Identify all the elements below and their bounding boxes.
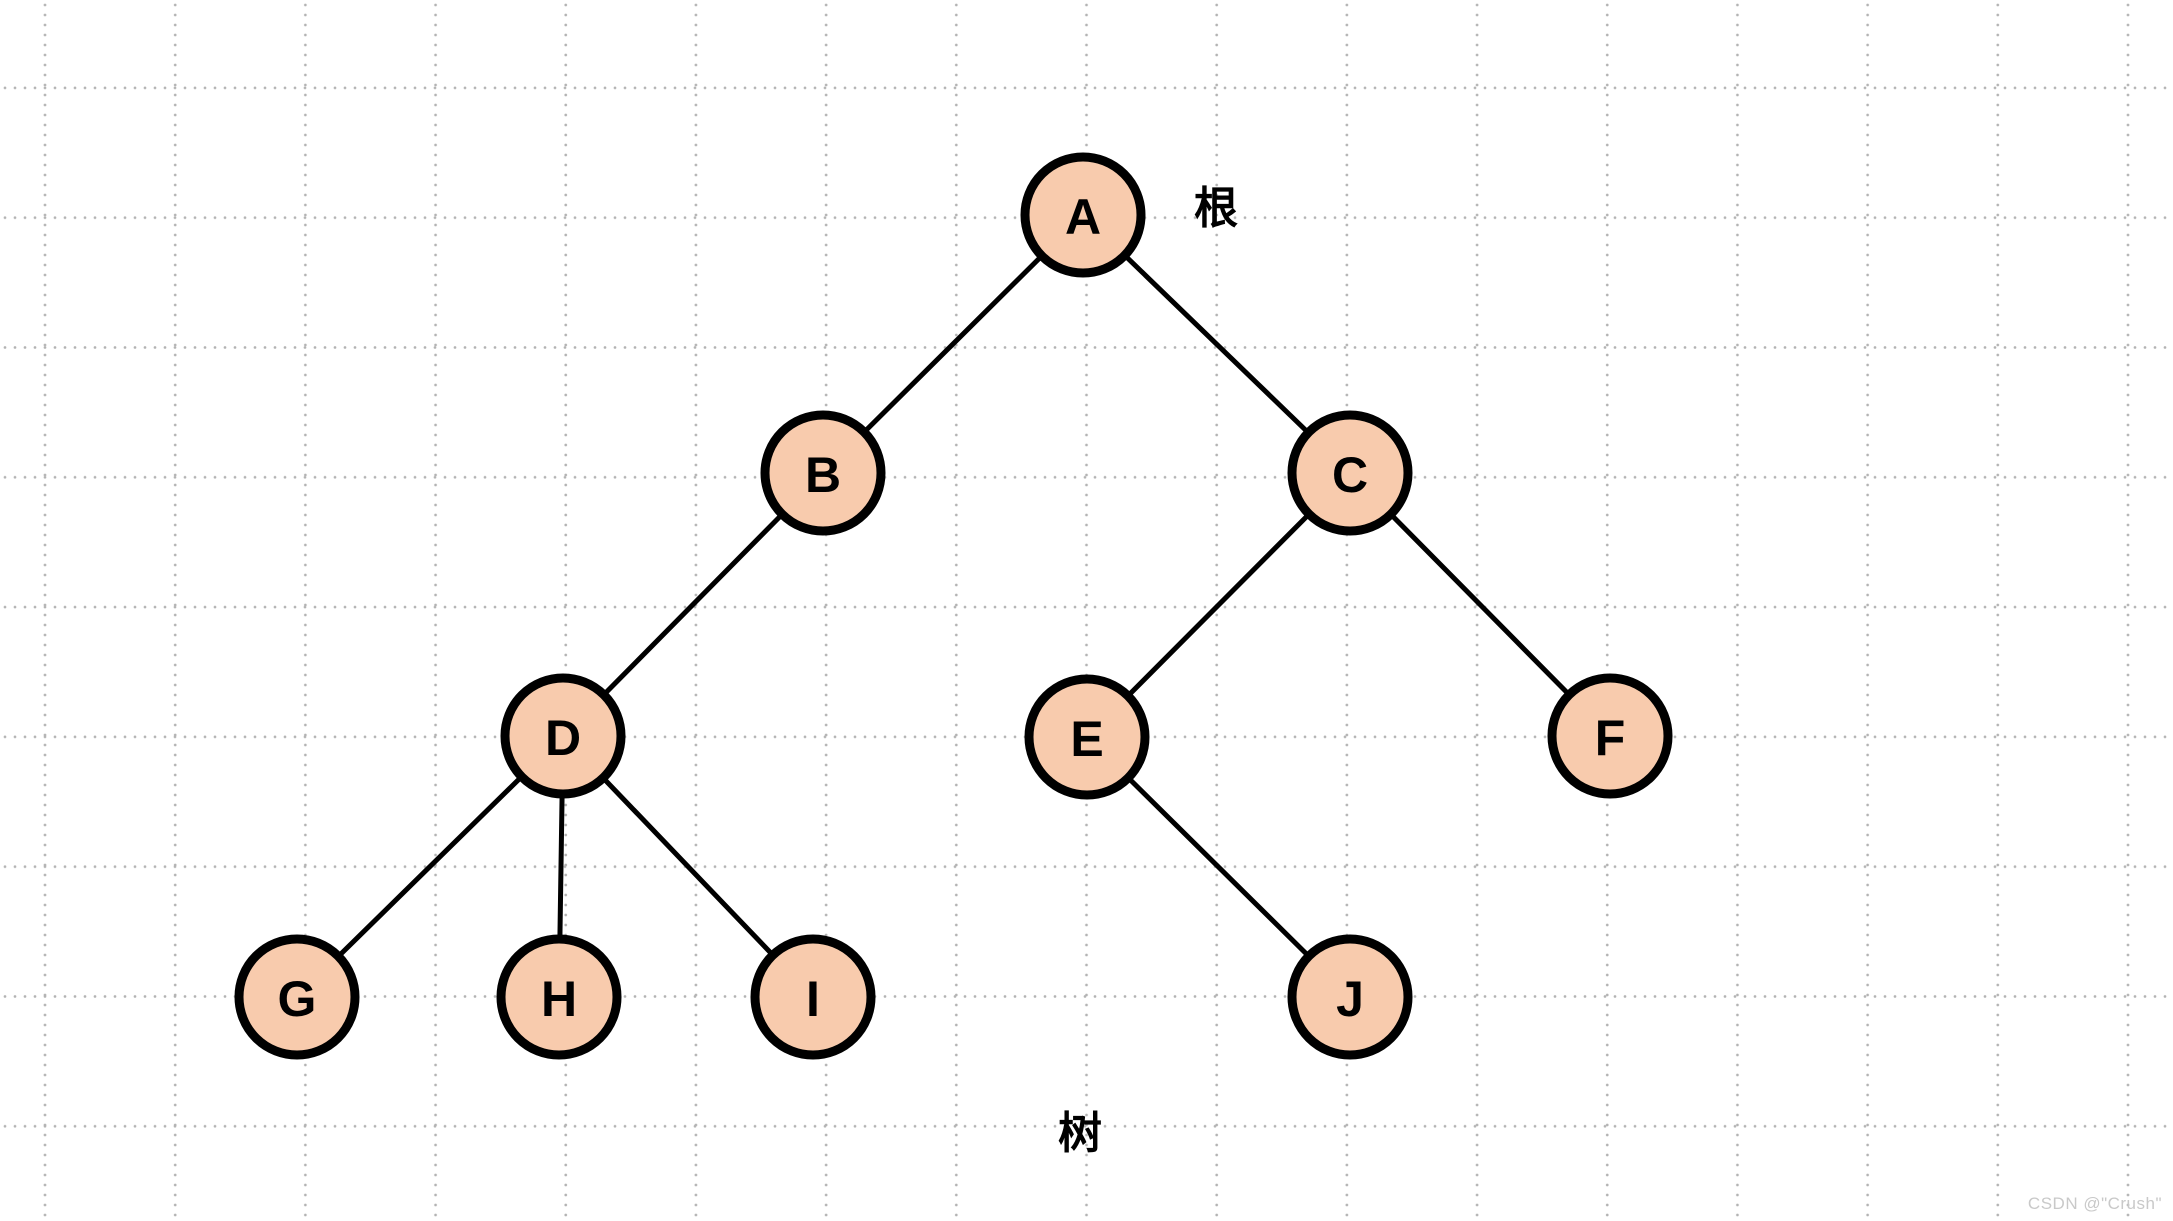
tree-node-D: D (500, 673, 626, 799)
node-circle-A (1020, 152, 1146, 278)
node-label-F: F (1595, 710, 1626, 766)
node-label-B: B (805, 447, 841, 503)
node-label-I: I (806, 971, 820, 1027)
tree-node-F: F (1547, 673, 1673, 799)
node-label-A: A (1065, 189, 1101, 245)
node-label-D: D (545, 710, 581, 766)
node-label-G: G (278, 971, 317, 1027)
tree-node-J: J (1287, 934, 1413, 1060)
node-circle-B (760, 410, 886, 536)
node-circle-G (234, 934, 360, 1060)
edge-layer (294, 212, 1613, 1000)
tree-node-H: H (496, 934, 622, 1060)
node-circle-E (1024, 674, 1150, 800)
tree-node-A: A (1020, 152, 1146, 278)
node-label-J: J (1336, 971, 1364, 1027)
node-layer: A B C D E F G H I J (234, 152, 1673, 1060)
node-circle-H (496, 934, 622, 1060)
node-label-E: E (1070, 711, 1103, 767)
tree-caption-label: 树 (1058, 1109, 1102, 1158)
node-circle-D (500, 673, 626, 799)
node-circle-F (1547, 673, 1673, 799)
tree-node-C: C (1287, 410, 1413, 536)
node-label-H: H (541, 971, 577, 1027)
root-annotation-label: 根 (1194, 184, 1238, 233)
tree-node-E: E (1024, 674, 1150, 800)
node-circle-I (750, 934, 876, 1060)
node-circle-C (1287, 410, 1413, 536)
tree-node-B: B (760, 410, 886, 536)
node-label-C: C (1332, 447, 1368, 503)
tree-node-G: G (234, 934, 360, 1060)
node-circle-J (1287, 934, 1413, 1060)
watermark-text: CSDN @"Crush" (2027, 1194, 2162, 1213)
tree-node-I: I (750, 934, 876, 1060)
